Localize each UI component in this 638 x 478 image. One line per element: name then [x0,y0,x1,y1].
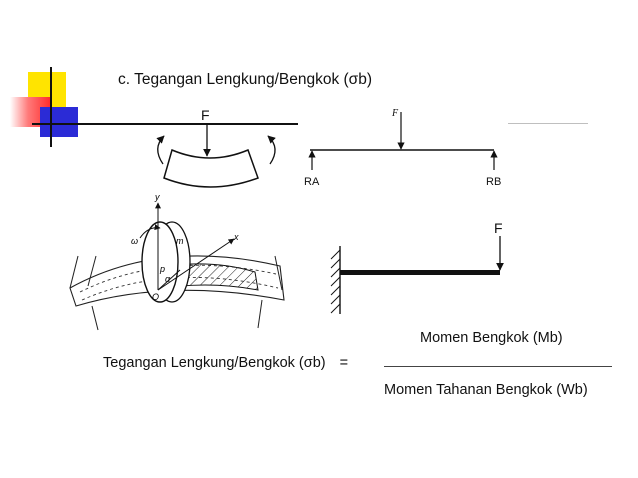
fraction-bar [384,366,612,367]
beam-force-label: F [392,108,399,119]
slide-title: c. Tegangan Lengkung/Bengkok (σb) [118,71,373,88]
bend-force-label: F [201,107,210,123]
m-label: m [176,236,184,246]
decor-blue-block [40,107,78,137]
y-label: y [154,192,160,202]
moment-arrow-left [156,135,165,165]
bending-block-diagram [156,123,276,188]
p-line [157,269,181,291]
beam-diagram [308,112,498,170]
equals-sign: = [339,355,349,371]
equation-denominator: Momen Tahanan Bengkok (Wb) [384,382,588,398]
cantilever-force-label: F [494,220,503,236]
alpha-label: α [165,274,171,284]
bent-block [163,148,259,188]
decor-horizontal-line [32,123,298,125]
origin-label: O [152,292,159,302]
decor-vertical-line [50,67,52,147]
support-label-rb: RB [486,176,502,188]
cantilever-beam [340,270,500,275]
p-label: p [159,264,165,274]
decor-faint-line [508,123,588,124]
equation-lhs: Tegangan Lengkung/Bengkok (σb) = [103,355,348,371]
equation-numerator: Momen Bengkok (Mb) [420,330,563,346]
x-axis [157,238,235,291]
cantilever-diagram [330,236,504,314]
x-label: x [233,232,239,242]
omega-arc [139,224,161,239]
wheel-diagram: y x ω m p α O [69,192,285,331]
moment-arrow-right [267,135,276,165]
omega-label: ω [131,236,138,246]
support-label-ra: RA [304,176,320,188]
wheel-disc [141,221,179,303]
equation-lhs-text: Tegangan Lengkung/Bengkok (σb) [103,355,326,371]
